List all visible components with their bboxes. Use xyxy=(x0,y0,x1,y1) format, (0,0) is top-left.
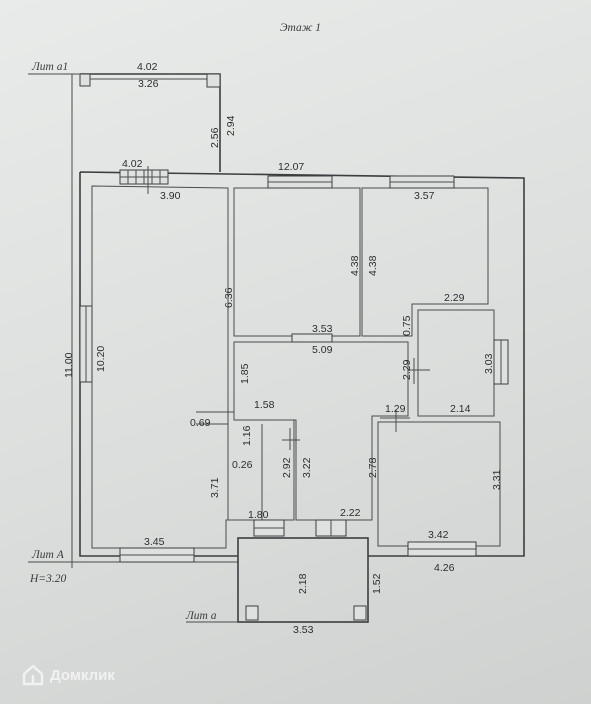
window-top-middle xyxy=(267,175,333,189)
floor-title: Этаж 1 xyxy=(280,22,321,34)
window-porch-left xyxy=(253,519,285,537)
dim-outer-right-bottom: 4.26 xyxy=(434,562,455,574)
window-bottom-left xyxy=(119,547,195,563)
dim-room1-width: 3.90 xyxy=(160,190,181,202)
room-1-outline xyxy=(91,185,229,549)
dim-room2-height-left: 6.36 xyxy=(223,287,235,308)
dim-room3-width: 3.57 xyxy=(414,190,435,202)
domclick-logo-icon xyxy=(22,664,44,686)
label-lit-a1: Лит а1 xyxy=(31,61,68,73)
window-top-left xyxy=(119,169,169,185)
annex-a1-corner-post-left xyxy=(79,73,91,87)
door-room2 xyxy=(291,333,333,343)
label-lit-A: Лит А xyxy=(31,549,65,561)
dim-overall-height: 11.00 xyxy=(63,352,75,378)
dim-wall-jog: 0.69 xyxy=(190,417,211,429)
dim-a1-side-inner: 2.56 xyxy=(209,127,221,148)
dim-a1-top-inner: 3.26 xyxy=(138,78,159,90)
dim-room5-width: 3.42 xyxy=(428,529,449,541)
dim-hall-bottom: 2.22 xyxy=(340,507,361,519)
dim-room1-side-lower: 3.71 xyxy=(209,477,221,498)
dim-a1-bottom: 4.02 xyxy=(122,158,143,170)
dim-room4-height: 2.29 xyxy=(401,359,413,380)
dim-room1-height: 10.20 xyxy=(95,346,107,372)
outer-wall xyxy=(79,171,525,557)
porch-walls xyxy=(237,537,369,623)
dim-room4-side: 3.03 xyxy=(483,353,495,374)
dim-room4-width: 2.14 xyxy=(450,403,471,415)
room-2-outline xyxy=(233,187,361,337)
dim-bath-small: 0.26 xyxy=(232,459,253,471)
dim-hall-left-height: 1.85 xyxy=(239,363,251,384)
dim-hall-width: 5.09 xyxy=(312,344,333,356)
dim-wc-h1: 2.92 xyxy=(281,457,293,478)
dim-room1-bottom: 3.45 xyxy=(144,536,165,548)
dim-bath-inner-h: 1.16 xyxy=(241,425,253,446)
window-right xyxy=(493,339,509,385)
dim-a1-side-outer: 2.94 xyxy=(225,115,237,136)
hall-outline xyxy=(233,341,409,521)
door-porch xyxy=(315,519,347,537)
dim-porch-height: 2.18 xyxy=(297,573,309,594)
room-3-outline xyxy=(361,187,489,337)
window-left xyxy=(79,305,93,383)
dim-porch-width: 3.53 xyxy=(293,624,314,636)
dim-room2-height-a: 4.38 xyxy=(349,255,361,276)
domclick-watermark: Домклик xyxy=(22,664,115,686)
annex-a1-corner-post xyxy=(206,73,221,88)
dim-room3-step: 2.29 xyxy=(444,292,465,304)
dim-room4-top-offset: 1.29 xyxy=(385,403,406,415)
label-height: Н=3.20 xyxy=(29,573,66,585)
dim-room2-bottom: 3.53 xyxy=(312,323,333,335)
window-top-right xyxy=(389,175,455,189)
room-5-outline xyxy=(377,421,501,547)
dim-overall-width: 12.07 xyxy=(278,161,304,173)
dim-wc-h2: 3.22 xyxy=(301,457,313,478)
dim-small-gap: 0.75 xyxy=(401,315,413,336)
dim-hall-right: 2.78 xyxy=(367,457,379,478)
label-lit-a: Лит а xyxy=(185,610,217,622)
domclick-brand-text: Домклик xyxy=(50,666,115,684)
dim-room5-height: 3.31 xyxy=(491,469,503,490)
bathroom-outline xyxy=(196,411,295,521)
window-bottom-right xyxy=(407,541,477,557)
dim-bath-top: 1.58 xyxy=(254,399,275,411)
dim-bath-bottom: 1.80 xyxy=(248,509,269,521)
dim-a1-top-outer: 4.02 xyxy=(137,61,158,73)
dim-porch-side: 1.52 xyxy=(371,573,383,594)
dim-room2-height-b: 4.38 xyxy=(367,255,379,276)
